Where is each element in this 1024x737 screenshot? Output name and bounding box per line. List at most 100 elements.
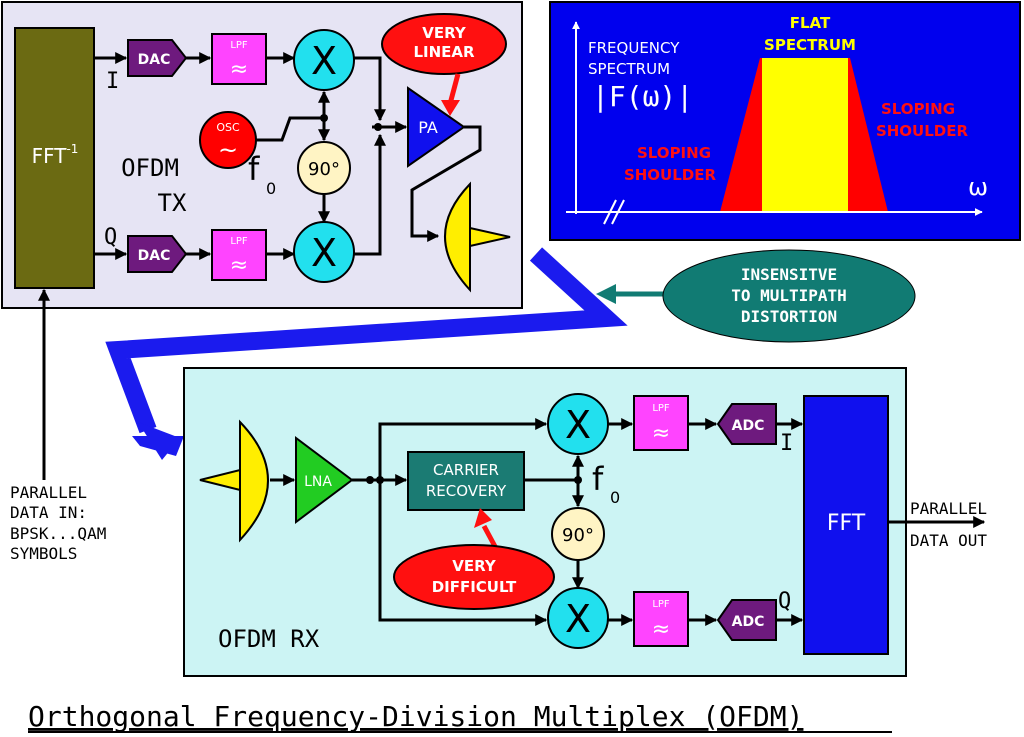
rx-f0-label: f (592, 460, 604, 498)
very-linear-text-1: VERY (422, 24, 467, 42)
input-text-3: BPSK...QAM (10, 524, 106, 543)
rx-panel: LNA CARRIER RECOVERY f 0 X X 90° LPF ≈ L… (183, 367, 986, 677)
osc-label: OSC (216, 121, 240, 134)
rx-split-node-1 (366, 476, 374, 484)
input-text-2: DATA IN: (10, 503, 87, 522)
tx-i-label: I (106, 69, 119, 94)
rx-lpf-q-symbol: ≈ (652, 617, 670, 642)
lna-label: LNA (304, 474, 332, 490)
fft-label: FFT (827, 511, 866, 536)
dac-q-label: DAC (138, 248, 171, 264)
carrier-recovery-block (407, 451, 525, 511)
right-shoulder-text-1: SLOPING (881, 100, 955, 118)
multipath-text-1: INSENSITVE (741, 265, 837, 284)
rx-panel-label: OFDM RX (218, 625, 320, 653)
very-linear-pointer (447, 73, 461, 105)
multipath-text-2: TO MULTIPATH (731, 286, 847, 305)
input-label: PARALLEL DATA IN: BPSK...QAM SYMBOLS (10, 483, 106, 563)
osc-symbol: ~ (218, 136, 238, 164)
rx-mixer-i-symbol: X (565, 403, 591, 447)
rx-lpf-q-block (633, 591, 689, 647)
page-title: Orthogonal Frequency-Division Multiplex … (28, 700, 803, 733)
tx-mixer-q-symbol: X (311, 231, 337, 275)
rx-mixer-q-symbol: X (565, 597, 591, 641)
tx-rx-link-head-tip (138, 422, 180, 460)
rx-q-label: Q (778, 589, 791, 614)
very-difficult-text-2: DIFFICULT (432, 578, 517, 596)
tx-q-label: Q (104, 225, 117, 250)
tx-f0-sub: 0 (266, 179, 276, 198)
rx-phase-shifter (551, 507, 605, 561)
spectrum-flat-region (762, 58, 848, 212)
flat-spectrum-text-1: FLAT (790, 14, 831, 32)
axis-break-2 (611, 199, 625, 225)
spectrum-title-2: SPECTRUM (588, 60, 670, 78)
tx-mixer-q (293, 221, 355, 283)
sum-node (374, 123, 382, 131)
adc-q-label: ADC (732, 614, 765, 630)
tx-lpf-q-block (211, 229, 267, 281)
wire-split-to-mixer-i (378, 418, 548, 480)
tx-lpf-q-label: LPF (230, 236, 248, 247)
multipath-ellipse (662, 249, 916, 343)
rx-lpf-i-label: LPF (652, 403, 670, 414)
tx-lpf-i-symbol: ≈ (230, 57, 248, 82)
rx-phase-label: 90° (562, 525, 594, 546)
very-difficult-text-1: VERY (452, 557, 497, 575)
tx-antenna-horn (469, 226, 511, 248)
dac-q-block (127, 235, 188, 273)
wire-mixer-i-to-sum (352, 56, 386, 122)
rx-mixer-q (547, 587, 609, 649)
rx-lpf-i-block (633, 395, 689, 451)
tx-phase-shifter (297, 141, 351, 195)
multipath-pointer-head (596, 284, 616, 304)
pa-block (407, 86, 466, 168)
axis-break-1 (603, 199, 617, 225)
multipath-callout: INSENSITVE TO MULTIPATH DISTORTION (596, 249, 916, 343)
tx-phase-label: 90° (308, 159, 340, 180)
very-linear-callout (381, 13, 507, 75)
rx-antenna-dish (239, 419, 269, 543)
multipath-text-3: DISTORTION (741, 307, 837, 326)
spectrum-title-1: FREQUENCY (588, 39, 680, 57)
output-text-1: PARALLEL (910, 499, 987, 518)
rx-mixer-i (547, 393, 609, 455)
rx-lpf-i-symbol: ≈ (652, 421, 670, 446)
rx-carrier-node (574, 476, 582, 484)
input-text-4: SYMBOLS (10, 544, 77, 563)
tx-rx-link-path (105, 247, 628, 434)
ifft-block (14, 27, 95, 289)
spectrum-axis-symbol: ω (968, 173, 988, 201)
adc-i-block (716, 403, 777, 445)
carrier-recovery-text-1: CARRIER (433, 461, 499, 479)
pa-label: PA (418, 118, 438, 137)
tx-lpf-q-symbol: ≈ (230, 253, 248, 278)
tx-rx-link (105, 247, 628, 460)
left-shoulder-text-1: SLOPING (637, 144, 711, 162)
lna-block (295, 436, 354, 524)
flat-spectrum-text-2: SPECTRUM (764, 36, 856, 54)
input-text-1: PARALLEL (10, 483, 87, 502)
carrier-recovery-text-2: RECOVERY (426, 482, 507, 500)
tx-panel-label-2: TX (158, 189, 187, 217)
rx-antenna-horn (199, 468, 241, 492)
adc-q-block (716, 599, 777, 641)
very-difficult-callout (393, 544, 555, 610)
adc-i-label: ADC (732, 418, 765, 434)
tx-panel: FFT-1 I Q DAC DAC LPF ≈ (1, 1, 523, 309)
wire-osc (256, 116, 322, 142)
fft-block (803, 395, 889, 655)
very-linear-pointer-head (441, 100, 460, 116)
rx-lpf-q-label: LPF (652, 599, 670, 610)
tx-f0-label: f (248, 150, 260, 188)
dac-i-label: DAC (138, 52, 171, 68)
output-label: PARALLEL DATA OUT (910, 499, 987, 550)
tx-panel-label-1: OFDM (121, 154, 179, 182)
dac-i-block (127, 39, 188, 77)
tx-mixer-i-symbol: X (311, 39, 337, 83)
tx-lpf-i-label: LPF (230, 40, 248, 51)
wire-mixer-q-to-sum (352, 133, 386, 256)
rx-f0-sub: 0 (610, 488, 620, 507)
very-linear-text-2: LINEAR (413, 43, 475, 61)
